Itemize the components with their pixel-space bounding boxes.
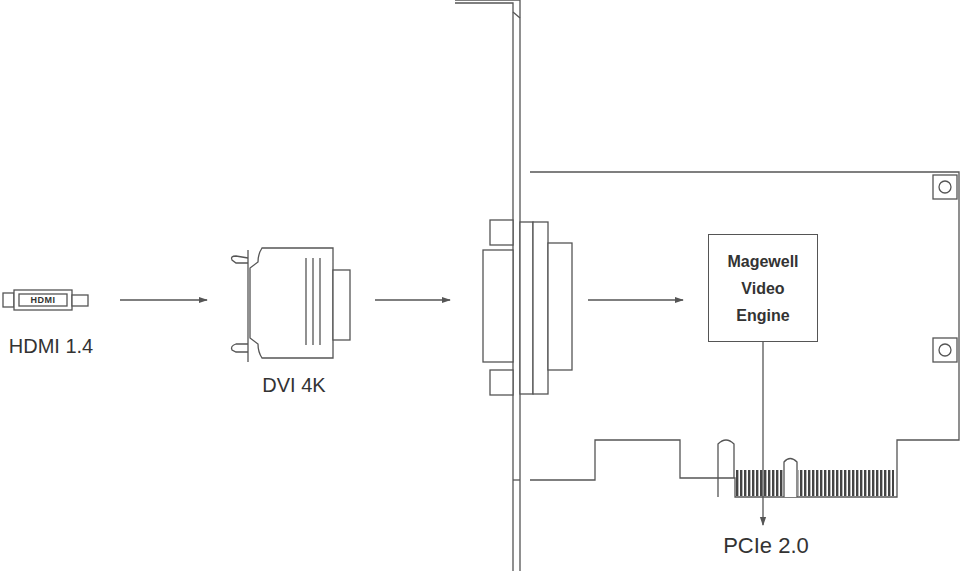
pcb-outline (530, 172, 959, 497)
signal-arrow (120, 299, 207, 300)
part-label: DVI 4K (232, 373, 356, 397)
logo-text: HDMI (20, 294, 66, 306)
mounting-bracket (455, 0, 520, 571)
dvi-port (483, 220, 572, 395)
hdmi-plug-icon (3, 290, 88, 310)
signal-arrow (375, 299, 450, 300)
part-label-node: DVI 4K (232, 245, 356, 397)
part-label: PCIe 2.0 (714, 533, 818, 559)
engine-title: Magewell Video Engine (715, 248, 811, 329)
part-label: HDMI 1.4 (0, 334, 102, 358)
signal-arrow (762, 342, 763, 525)
signal-arrow (588, 299, 683, 300)
engine-box: Magewell Video Engine (708, 234, 818, 342)
dvi-connector (232, 248, 351, 362)
part-label-node: PCIe 2.0 (714, 533, 818, 559)
